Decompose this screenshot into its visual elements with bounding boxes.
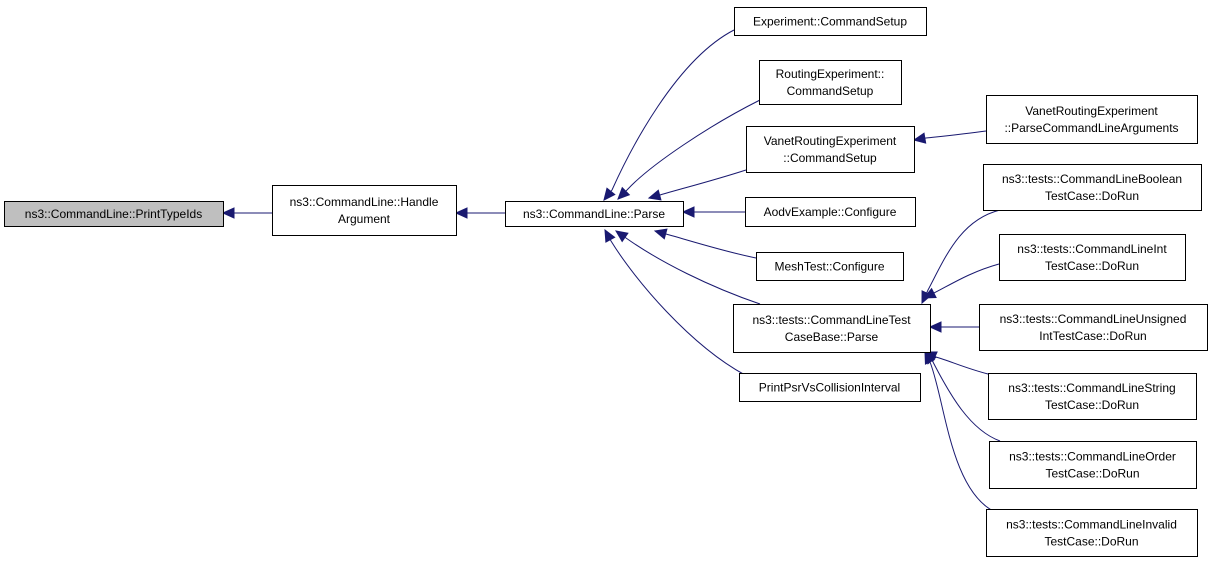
node-label-line: ns3::CommandLine::Handle — [290, 195, 439, 209]
node-mesh-test-configure[interactable]: MeshTest::Configure — [756, 252, 904, 281]
node-box — [739, 373, 921, 402]
node-label-line: AodvExample::Configure — [764, 205, 897, 219]
node-label-line: ns3::tests::CommandLineBoolean — [1002, 172, 1182, 186]
node-print-type-ids[interactable]: ns3::CommandLine::PrintTypeIds — [4, 201, 224, 227]
edge-vanetsetup-to-parse — [648, 169, 747, 199]
node-box — [759, 60, 902, 105]
node-routing-experiment-command-setup[interactable]: RoutingExperiment::CommandSetup — [759, 60, 902, 105]
edge-parse-to-handle-arrowhead — [454, 207, 468, 219]
node-label-line: ::ParseCommandLineArguments — [1004, 121, 1178, 135]
edge-routing-to-parse-arrowhead — [617, 186, 631, 200]
node-label-line: ns3::tests::CommandLineUnsigned — [1000, 312, 1187, 326]
node-label-line: ns3::CommandLine::PrintTypeIds — [25, 207, 202, 221]
node-label-line: CommandSetup — [787, 84, 874, 98]
node-label-line: Experiment::CommandSetup — [753, 15, 907, 29]
node-box — [734, 7, 927, 36]
node-vanet-routing-experiment-command-setup[interactable]: VanetRoutingExperiment::CommandSetup — [746, 126, 915, 173]
node-vanet-parse-command-line-arguments[interactable]: VanetRoutingExperiment::ParseCommandLine… — [986, 95, 1198, 144]
node-command-line-order-do-run[interactable]: ns3::tests::CommandLineOrderTestCase::Do… — [989, 441, 1197, 489]
edge-boolean-to-testbase — [921, 209, 1001, 304]
node-command-line-test-case-base-parse[interactable]: ns3::tests::CommandLineTestCaseBase::Par… — [733, 304, 931, 353]
node-label-line: MeshTest::Configure — [774, 260, 884, 274]
node-command-line-string-do-run[interactable]: ns3::tests::CommandLineStringTestCase::D… — [988, 373, 1197, 420]
node-box — [989, 441, 1197, 489]
graph-nodes: ns3::CommandLine::PrintTypeIds ns3::Comma… — [4, 7, 1208, 557]
node-label-line: VanetRoutingExperiment — [1025, 104, 1158, 118]
edge-mesh-to-parse — [654, 230, 757, 259]
edge-int-to-testbase — [923, 263, 1000, 299]
node-box — [746, 126, 915, 173]
node-box — [4, 201, 224, 227]
node-label-line: Argument — [338, 212, 391, 226]
edge-vanetparse-to-vanetsetup-arrowhead — [912, 132, 927, 144]
edge-unsigned-to-testbase-arrowhead — [928, 321, 942, 333]
edge-vanetsetup-to-parse-arrowhead — [647, 189, 662, 201]
node-experiment-command-setup[interactable]: Experiment::CommandSetup — [734, 7, 927, 36]
node-label-line: ::CommandSetup — [783, 151, 877, 165]
edge-testbase-to-parse — [615, 230, 761, 305]
node-box — [505, 201, 684, 227]
edge-handle-to-printtypeids-arrowhead — [221, 207, 235, 219]
edge-printpsr-to-parse — [604, 229, 746, 376]
edge-aodv-to-parse-arrowhead — [681, 206, 695, 218]
node-print-psr-vs-collision-interval[interactable]: PrintPsrVsCollisionInterval — [739, 373, 921, 402]
node-label-line: ns3::tests::CommandLineInt — [1017, 242, 1167, 256]
edge-invalid-to-testbase — [924, 351, 996, 513]
node-box — [756, 252, 904, 281]
node-label-line: TestCase::DoRun — [1044, 535, 1138, 549]
node-box — [745, 197, 916, 227]
node-command-line-unsigned-do-run[interactable]: ns3::tests::CommandLineUnsignedIntTestCa… — [979, 304, 1208, 351]
node-label-line: RoutingExperiment:: — [776, 67, 885, 81]
node-label-line: ns3::tests::CommandLineInvalid — [1006, 518, 1177, 532]
node-command-line-invalid-do-run[interactable]: ns3::tests::CommandLineInvalidTestCase::… — [986, 509, 1198, 557]
node-label-line: CaseBase::Parse — [785, 330, 879, 344]
node-label-line: TestCase::DoRun — [1045, 398, 1139, 412]
edge-routing-to-parse — [617, 99, 761, 200]
node-box — [988, 373, 1197, 420]
edge-invalid-to-testbase-arrowhead — [924, 350, 936, 365]
node-parse[interactable]: ns3::CommandLine::Parse — [505, 201, 684, 227]
node-label-line: TestCase::DoRun — [1045, 189, 1139, 203]
edge-printpsr-to-parse-arrowhead — [604, 228, 616, 243]
node-box — [986, 95, 1198, 144]
node-box — [986, 509, 1198, 557]
node-label-line: ns3::tests::CommandLineString — [1008, 381, 1175, 395]
edge-mesh-to-parse-arrowhead — [653, 228, 668, 240]
edge-order-to-testbase — [924, 351, 1001, 442]
node-command-line-boolean-do-run[interactable]: ns3::tests::CommandLineBooleanTestCase::… — [983, 164, 1202, 211]
node-label-line: PrintPsrVsCollisionInterval — [759, 381, 900, 395]
node-label-line: TestCase::DoRun — [1045, 467, 1139, 481]
node-box — [733, 304, 931, 353]
edge-testbase-to-parse-arrowhead — [615, 230, 629, 243]
node-command-line-int-do-run[interactable]: ns3::tests::CommandLineIntTestCase::DoRu… — [999, 234, 1186, 281]
node-box — [979, 304, 1208, 351]
edge-string-to-testbase — [924, 351, 989, 375]
node-aodv-example-configure[interactable]: AodvExample::Configure — [745, 197, 916, 227]
node-label-line: ns3::tests::CommandLineTest — [752, 313, 911, 327]
node-label-line: ns3::tests::CommandLineOrder — [1009, 450, 1176, 464]
node-box — [999, 234, 1186, 281]
node-label-line: VanetRoutingExperiment — [764, 134, 897, 148]
edge-vanetparse-to-vanetsetup — [913, 130, 987, 141]
edge-experiment-to-parse-arrowhead — [603, 187, 616, 201]
edge-int-to-testbase-arrowhead — [922, 287, 937, 299]
edge-experiment-to-parse — [603, 29, 735, 201]
node-label-line: ns3::CommandLine::Parse — [523, 207, 665, 221]
node-label-line: IntTestCase::DoRun — [1039, 329, 1146, 343]
graph-edges — [221, 29, 1001, 513]
node-label-line: TestCase::DoRun — [1045, 259, 1139, 273]
node-box — [272, 185, 457, 236]
node-box — [983, 164, 1202, 211]
